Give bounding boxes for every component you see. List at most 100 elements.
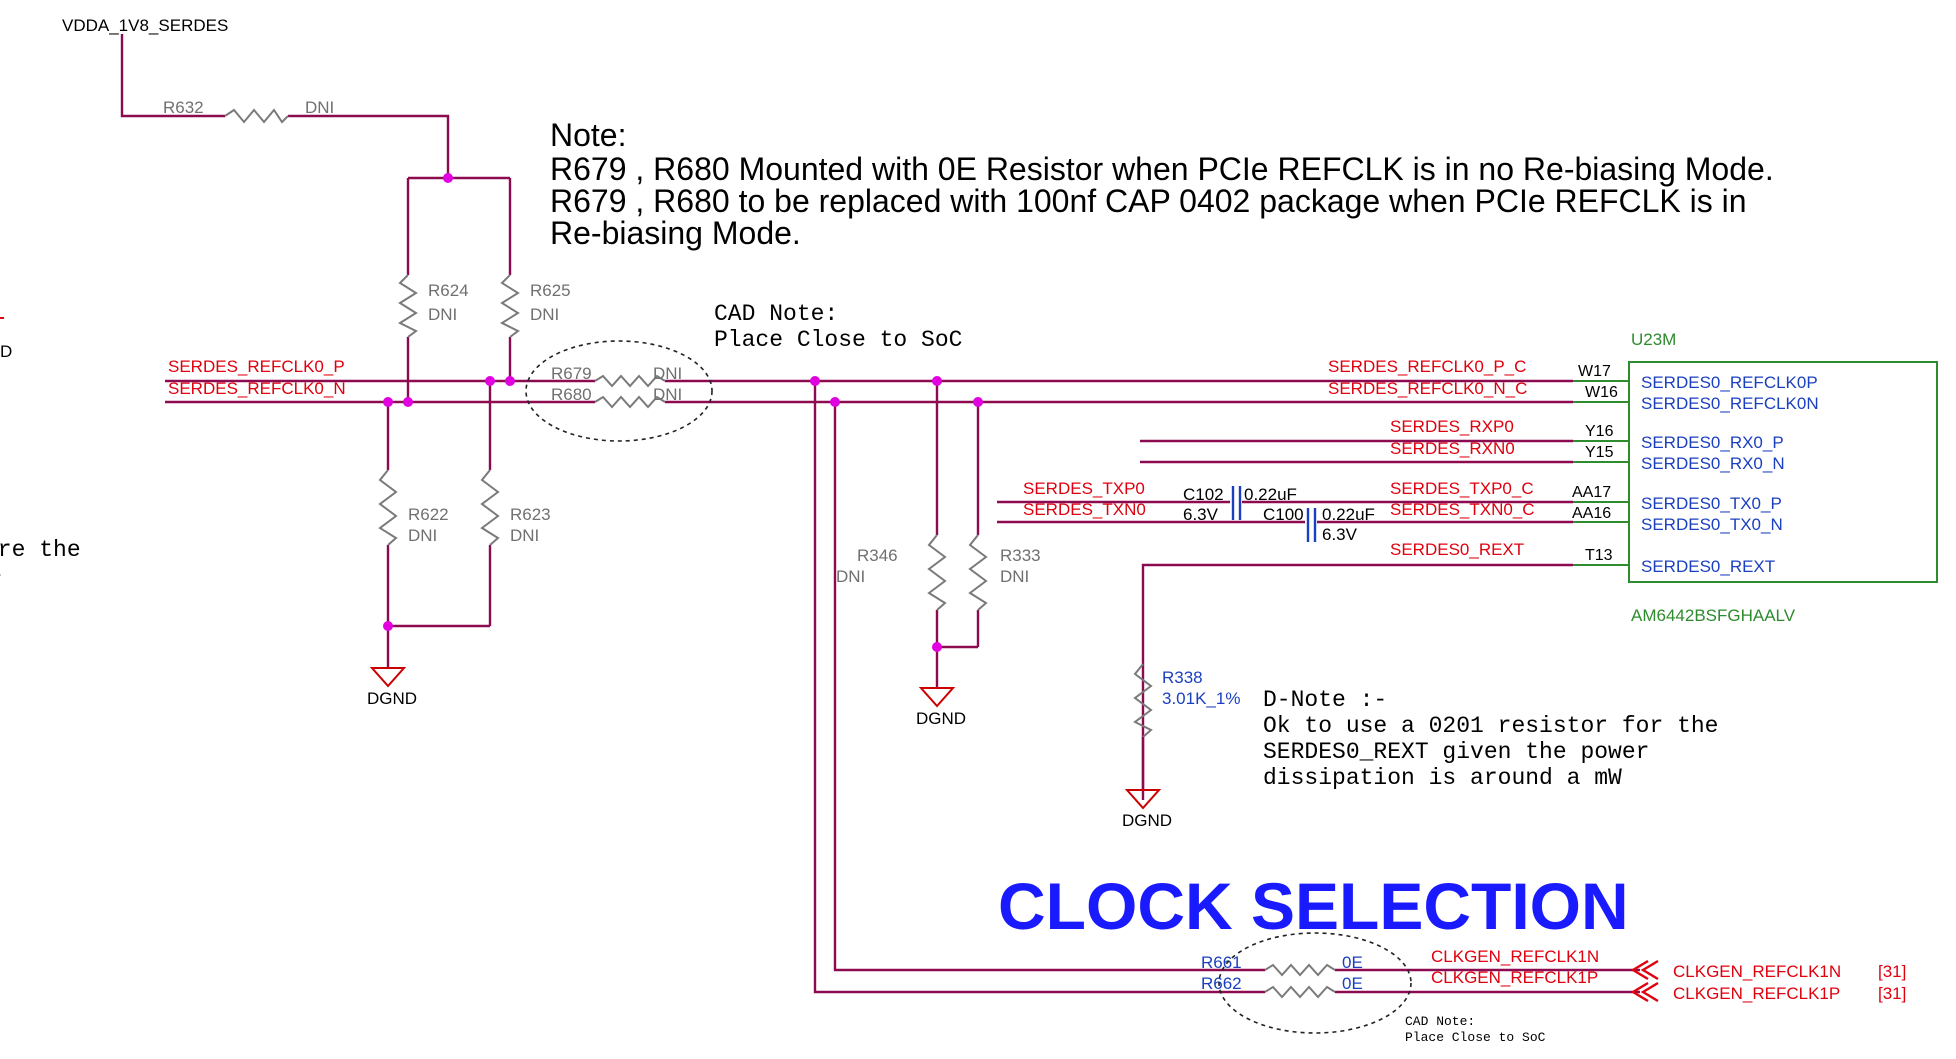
r346-value: DNI xyxy=(836,567,865,586)
ground-label: DGND xyxy=(1122,811,1172,830)
cad-note-title: CAD Note: xyxy=(714,301,838,327)
note-line: R679 , R680 Mounted with 0E Resistor whe… xyxy=(550,151,1774,187)
net-txp0: SERDES_TXP0 xyxy=(1023,479,1145,498)
pin-name: SERDES0_REFCLK0N xyxy=(1641,394,1819,413)
offpage-connector-icon xyxy=(1640,959,1659,981)
resistor-r346 xyxy=(927,534,947,611)
ground-label: DGND xyxy=(367,689,417,708)
resistor-r623 xyxy=(480,469,500,546)
wire-vdda-rail xyxy=(120,34,450,178)
pin-name: SERDES0_REXT xyxy=(1641,557,1775,576)
c100-value: 0.22uF xyxy=(1322,505,1375,524)
resistor-r333 xyxy=(968,534,988,611)
r662-value: 0E xyxy=(1342,974,1363,993)
edge-fragment: e xyxy=(0,563,2,589)
r661-r662-group-outline xyxy=(1218,932,1412,1034)
pin-name: SERDES0_TX0_P xyxy=(1641,494,1782,513)
r625-ref: R625 xyxy=(530,281,571,300)
r338-value: 3.01K_1% xyxy=(1162,689,1240,708)
power-rail-label: VDDA_1V8_SERDES xyxy=(62,16,228,35)
cad-note-text: Place Close to SoC xyxy=(714,327,962,353)
ground-label: DGND xyxy=(916,709,966,728)
pin-name: SERDES0_REFCLK0P xyxy=(1641,373,1818,392)
pin-number: AA16 xyxy=(1572,505,1611,522)
wire-r346-r333 xyxy=(935,381,980,688)
r679-value: DNI xyxy=(653,364,682,383)
ground-symbol xyxy=(1124,789,1162,810)
offpage-net: CLKGEN_REFCLK1P xyxy=(1673,984,1840,1003)
d-note-line: SERDES0_REXT given the power xyxy=(1263,739,1649,765)
edge-fragment: ore the xyxy=(0,537,81,563)
offpage-net: CLKGEN_REFCLK1N xyxy=(1673,962,1841,981)
r679-r680-group-outline xyxy=(525,340,713,442)
net-txn0: SERDES_TXN0 xyxy=(1023,500,1146,519)
r338-ref: R338 xyxy=(1162,668,1203,687)
wire-clock-selection xyxy=(813,381,1640,994)
r625-value: DNI xyxy=(530,305,559,324)
d-note-title: D-Note :- xyxy=(1263,687,1387,713)
offpage-sheet: [31] xyxy=(1878,984,1906,1003)
r661-value: 0E xyxy=(1342,953,1363,972)
r680-ref: R680 xyxy=(551,385,592,404)
net-refclk0-n-c: SERDES_REFCLK0_N_C xyxy=(1328,379,1527,398)
net-clkgen-p: CLKGEN_REFCLK1P xyxy=(1431,968,1598,987)
net-rxn0: SERDES_RXN0 xyxy=(1390,439,1515,458)
c100-voltage: 6.3V xyxy=(1322,525,1358,544)
pin-number: T13 xyxy=(1585,547,1613,564)
resistor-r624 xyxy=(397,274,418,338)
net-rxp0: SERDES_RXP0 xyxy=(1390,417,1514,436)
pin-number: W16 xyxy=(1585,384,1618,401)
offpage-sheet: [31] xyxy=(1878,962,1906,981)
pin-number: AA17 xyxy=(1572,484,1611,501)
pin-name: SERDES0_RX0_N xyxy=(1641,454,1785,473)
r662-ref: R662 xyxy=(1201,974,1242,993)
offpage-connector-icon xyxy=(1630,959,1649,981)
r333-value: DNI xyxy=(1000,567,1029,586)
r622-ref: R622 xyxy=(408,505,449,524)
wire-rx-tx xyxy=(997,439,1573,800)
section-title: CLOCK SELECTION xyxy=(998,869,1629,943)
r623-value: DNI xyxy=(510,526,539,545)
ic-body-u23m xyxy=(1628,361,1938,583)
r624-ref: R624 xyxy=(428,281,469,300)
ground-symbol xyxy=(369,667,407,688)
r632-ref: R632 xyxy=(163,98,204,117)
net-refclk0-n: SERDES_REFCLK0_N xyxy=(168,379,346,398)
resistor-r679 xyxy=(594,374,666,388)
edge-fragment: D xyxy=(0,342,12,361)
net-clkgen-n: CLKGEN_REFCLK1N xyxy=(1431,947,1599,966)
r623-ref: R623 xyxy=(510,505,551,524)
resistor-r622 xyxy=(378,469,398,546)
pin-number: W17 xyxy=(1578,363,1611,380)
r622-value: DNI xyxy=(408,526,437,545)
pin-number: Y16 xyxy=(1585,423,1614,440)
note-line: R679 , R680 to be replaced with 100nf CA… xyxy=(550,183,1747,219)
resistor-r632 xyxy=(224,108,289,124)
r624-value: DNI xyxy=(428,305,457,324)
cad-note-small-title: CAD Note: xyxy=(1405,1014,1475,1029)
r679-ref: R679 xyxy=(551,364,592,383)
wire-pulldown-branch xyxy=(386,381,492,668)
ic-pin-stubs xyxy=(1573,380,1629,566)
c102-voltage: 6.3V xyxy=(1183,505,1219,524)
note-title: Note: xyxy=(550,117,626,153)
r632-value: DNI xyxy=(305,98,334,117)
ground-symbol xyxy=(918,687,956,708)
resistor-r338 xyxy=(1133,663,1153,738)
c102-value: 0.22uF xyxy=(1244,485,1297,504)
r346-ref: R346 xyxy=(857,546,898,565)
net-txn0-c: SERDES_TXN0_C xyxy=(1390,500,1535,519)
net-txp0-c: SERDES_TXP0_C xyxy=(1390,479,1534,498)
ic-ref: U23M xyxy=(1631,330,1676,349)
pin-number: Y15 xyxy=(1585,444,1614,461)
net-refclk0-p: SERDES_REFCLK0_P xyxy=(168,357,345,376)
cad-note-small-text: Place Close to SoC xyxy=(1405,1030,1546,1045)
net-rext: SERDES0_REXT xyxy=(1390,540,1524,559)
c102-ref: C102 xyxy=(1183,485,1224,504)
r333-ref: R333 xyxy=(1000,546,1041,565)
junction-dots xyxy=(383,173,983,652)
edge-fragment: t xyxy=(0,589,2,615)
pin-name: SERDES0_RX0_P xyxy=(1641,433,1784,452)
r661-ref: R661 xyxy=(1201,953,1242,972)
